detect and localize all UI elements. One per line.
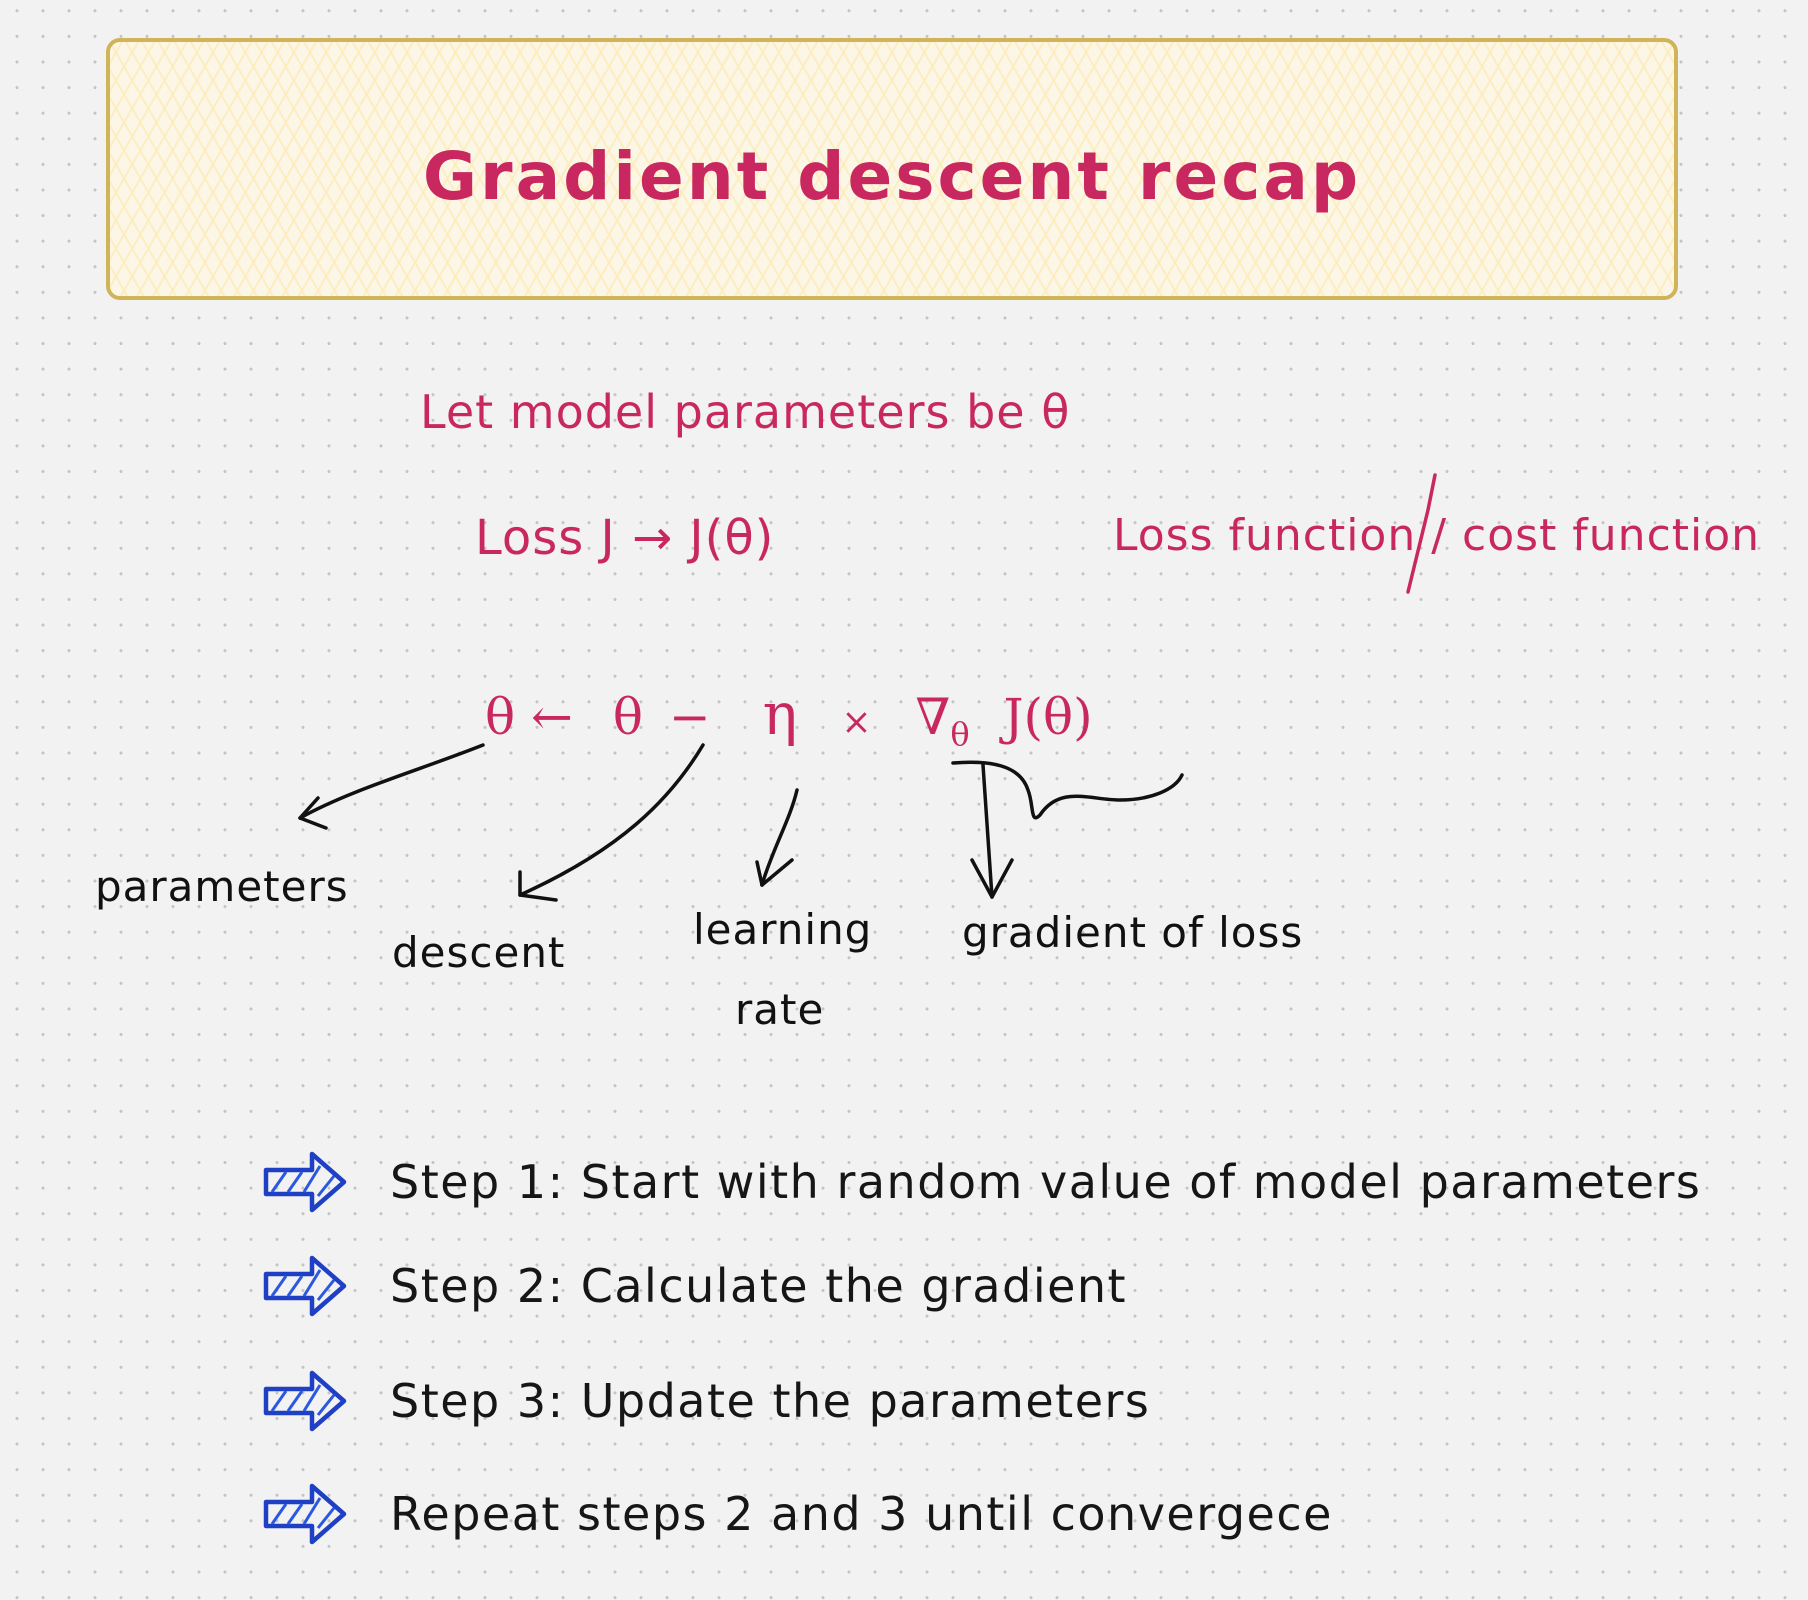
step-item: Step 2: Calculate the gradient — [262, 1251, 1127, 1321]
step-item: Repeat steps 2 and 3 until convergece — [262, 1479, 1333, 1549]
formula-nabla: ∇ — [915, 688, 951, 746]
striped-right-arrow-icon — [263, 1370, 347, 1432]
formula-assign-arrow: ← — [531, 688, 573, 746]
formula-times: × — [841, 702, 872, 743]
step-text: Repeat steps 2 and 3 until convergece — [390, 1487, 1333, 1541]
formula-eta: η — [762, 680, 798, 748]
striped-right-arrow-icon — [263, 1151, 347, 1213]
label-learning-rate-line1: learning — [693, 905, 873, 954]
formula-theta-lhs: θ — [485, 688, 516, 746]
label-descent: descent — [392, 928, 566, 977]
label-parameters: parameters — [95, 862, 349, 911]
step-text: Step 2: Calculate the gradient — [390, 1259, 1128, 1313]
step-item: Step 3: Update the parameters — [262, 1366, 1150, 1436]
step-item: Step 1: Start with random value of model… — [262, 1147, 1701, 1217]
formula-theta: θ — [612, 688, 643, 746]
formula-loss: J(θ) — [1003, 688, 1093, 746]
page-title: Gradient descent recap — [422, 138, 1362, 215]
step-text: Step 3: Update the parameters — [390, 1374, 1151, 1428]
title-box: Gradient descent recap — [106, 38, 1678, 300]
label-gradient-of-loss: gradient of loss — [962, 908, 1304, 957]
label-learning-rate-line2: rate — [735, 985, 825, 1034]
arrow-to-parameters — [298, 743, 485, 820]
loss-mapping: Loss J → J(θ) — [475, 510, 775, 566]
striped-right-arrow-icon — [263, 1483, 347, 1545]
loss-aliases: Loss function / cost function — [1113, 510, 1761, 561]
update-rule: θ ← θ − η × ∇θ J(θ) — [485, 680, 1093, 753]
formula-minus: − — [668, 688, 711, 746]
step-text: Step 1: Start with random value of model… — [390, 1155, 1702, 1209]
intro-parameters-line: Let model parameters be θ — [420, 385, 1071, 439]
striped-right-arrow-icon — [263, 1255, 347, 1317]
formula-nabla-subscript: θ — [950, 715, 970, 753]
